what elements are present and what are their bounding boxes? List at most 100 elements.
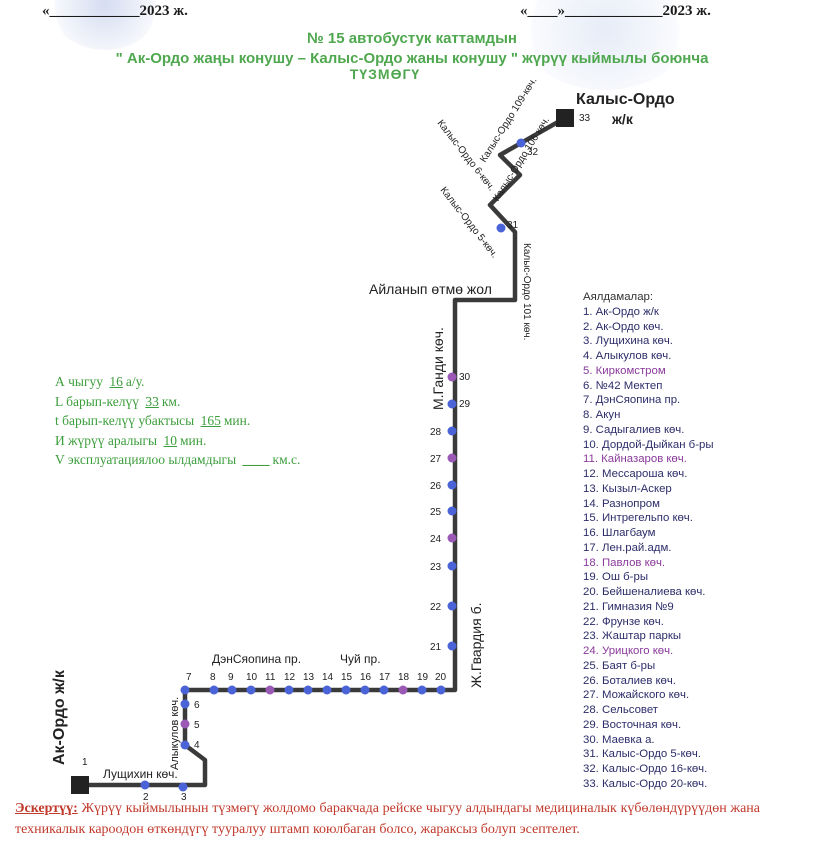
stop-marker: [447, 601, 457, 611]
stop-list-item: 20. Бейшеналиева көч.: [583, 586, 706, 598]
stop-number-label: 1: [82, 757, 88, 768]
stop-marker: [447, 561, 457, 571]
stop-number-label: 29: [459, 399, 471, 410]
stop-number-label: 14: [322, 672, 334, 683]
stop-list-item: 10. Дордой-Дыйкан б-ры: [583, 438, 714, 451]
stop-marker: [209, 685, 219, 695]
street-label-street-lushchikhin: Лущихин көч.: [103, 767, 178, 781]
stop-list-item: 23. Жаштар паркы: [583, 630, 682, 643]
stop-list-item: 19. Ош б-ры: [583, 571, 649, 584]
stop-marker: [447, 426, 457, 436]
route-title: № 15 автобустук каттамдын: [307, 30, 517, 47]
stop-list-item: 21. Гимназия №9: [583, 600, 674, 613]
stop-marker: [447, 506, 457, 516]
stop-marker: [447, 533, 457, 543]
stop-number-label: 13: [303, 672, 315, 683]
approval-date-right: «____»_____________2023 ж.: [520, 3, 711, 19]
stop-marker: [178, 782, 188, 792]
stop-list-item: 3. Лущихина көч.: [583, 335, 673, 348]
stop-marker: [447, 480, 457, 490]
stop-marker: [496, 223, 506, 233]
stops-list-header: Аялдамалар:: [583, 291, 654, 303]
stop-marker: [360, 685, 370, 695]
stop-marker: [556, 109, 574, 127]
stop-number-label: 7: [186, 672, 192, 683]
stop-number-label: 20: [435, 672, 447, 683]
street-label-street-gandi: М.Ганди көч.: [430, 327, 446, 410]
stop-marker: [180, 719, 190, 729]
street-label-street-ko101: Калыс-Ордо 101 көч.: [521, 243, 532, 340]
street-label-street-gvardia: Ж.Гвардия б.: [468, 602, 484, 688]
stop-list-item: 29. Восточная көч.: [583, 718, 682, 731]
stop-marker: [180, 740, 190, 750]
stop-list-item: 8. Акун: [583, 409, 621, 421]
stop-number-label: 28: [430, 427, 442, 438]
stop-list-item: 28. Сельсовет: [583, 704, 659, 716]
stop-list-item: 14. Разнопром: [583, 497, 660, 510]
street-label-street-alykulov: Алыкулов көч.: [169, 697, 181, 770]
stop-number-label: 5: [194, 720, 200, 731]
stop-number-label: 24: [430, 534, 442, 545]
stop-number-label: 31: [507, 220, 519, 231]
stop-list-item: 30. Маевка а.: [583, 733, 655, 746]
stop-number-label: 16: [360, 672, 372, 683]
stop-list-item: 15. Интрегельпо көч.: [583, 512, 693, 525]
stop-list-item: 6. №42 Мектеп: [583, 379, 663, 392]
stop-list-item: 16. Шлагбаум: [583, 527, 656, 539]
stop-marker: [140, 780, 150, 790]
stop-list-item: 24. Урицкого көч.: [583, 645, 674, 657]
approval-date-left: «____________2023 ж.: [42, 3, 188, 19]
stop-number-label: 11: [265, 672, 276, 683]
route-subtitle: " Ак-Ордо жаңы конушу – Калыс-Ордо жаны …: [115, 50, 709, 67]
stop-list-item: 32. Калыс-Ордо 16-көч.: [583, 763, 708, 775]
stop-number-label: 18: [398, 672, 410, 683]
stop-number-label: 4: [194, 740, 200, 751]
street-label-street-chuy: Чуй пр.: [340, 652, 381, 666]
street-label-terminal-start: Ак-Ордо ж/к: [51, 669, 68, 765]
stop-list-item: 1. Ак-Ордо ж/к: [583, 305, 659, 318]
stop-list-item: 11. Кайназаров көч.: [583, 453, 687, 466]
stop-number-label: 23: [430, 562, 442, 573]
stop-list-item: 13. Кызыл-Аскер: [583, 482, 672, 495]
street-label-terminal-end-1: Калыс-Ордо: [576, 91, 675, 108]
stop-number-label: 22: [430, 602, 442, 613]
stop-list-item: 5. Киркомстром: [583, 364, 666, 377]
street-label-street-dzerzhinsky: ДэнСяопина пр.: [212, 652, 301, 666]
stop-list-item: 22. Фрунзе көч.: [583, 615, 664, 628]
stop-marker: [447, 399, 457, 409]
stop-number-label: 9: [228, 672, 234, 683]
route-line: [80, 116, 567, 788]
stop-number-label: 6: [194, 700, 200, 711]
stop-number-label: 30: [459, 372, 471, 383]
stop-marker: [227, 685, 237, 695]
stop-list-item: 17. Лен.рай.адм.: [583, 541, 672, 554]
street-label-terminal-end-2: ж/к: [611, 111, 634, 127]
stop-list-item: 7. ДэнСяопина пр.: [583, 394, 681, 407]
stop-marker: [417, 685, 427, 695]
stop-number-label: 32: [527, 147, 539, 158]
stop-list-item: 26. Боталиев көч.: [583, 674, 676, 687]
footnote-text: Жүрүү кыймылынын түзмөгү жолдомо баракча…: [15, 801, 761, 837]
stop-number-label: 27: [430, 454, 442, 465]
stop-number-label: 8: [210, 672, 216, 683]
stop-marker: [398, 685, 408, 695]
stop-number-label: 17: [379, 672, 391, 683]
stop-marker: [447, 641, 457, 651]
stop-marker: [303, 685, 313, 695]
stop-marker: [284, 685, 294, 695]
stop-number-label: 26: [430, 481, 442, 492]
route-title-scheme: ТҮЗМӨГҮ: [349, 66, 421, 82]
stop-list-item: 31. Калыс-Ордо 5-көч.: [583, 748, 701, 761]
stop-marker: [436, 685, 446, 695]
stop-list-item: 27. Можайского көч.: [583, 689, 690, 702]
stop-list-item: 4. Алыкулов көч.: [583, 350, 672, 362]
stop-number-label: 21: [430, 642, 442, 653]
stop-marker: [447, 372, 457, 382]
stop-list-item: 25. Баят б-ры: [583, 659, 656, 672]
stop-list-item: 33. Калыс-Ордо 20-көч.: [583, 777, 708, 790]
stop-list-item: 2. Ак-Ордо көч.: [583, 320, 664, 333]
stop-marker: [180, 685, 190, 695]
street-label-street-ko5: Калыс-Ордо 5-көч.: [438, 185, 500, 260]
stop-list-item: 12. Мессароша көч.: [583, 468, 688, 480]
